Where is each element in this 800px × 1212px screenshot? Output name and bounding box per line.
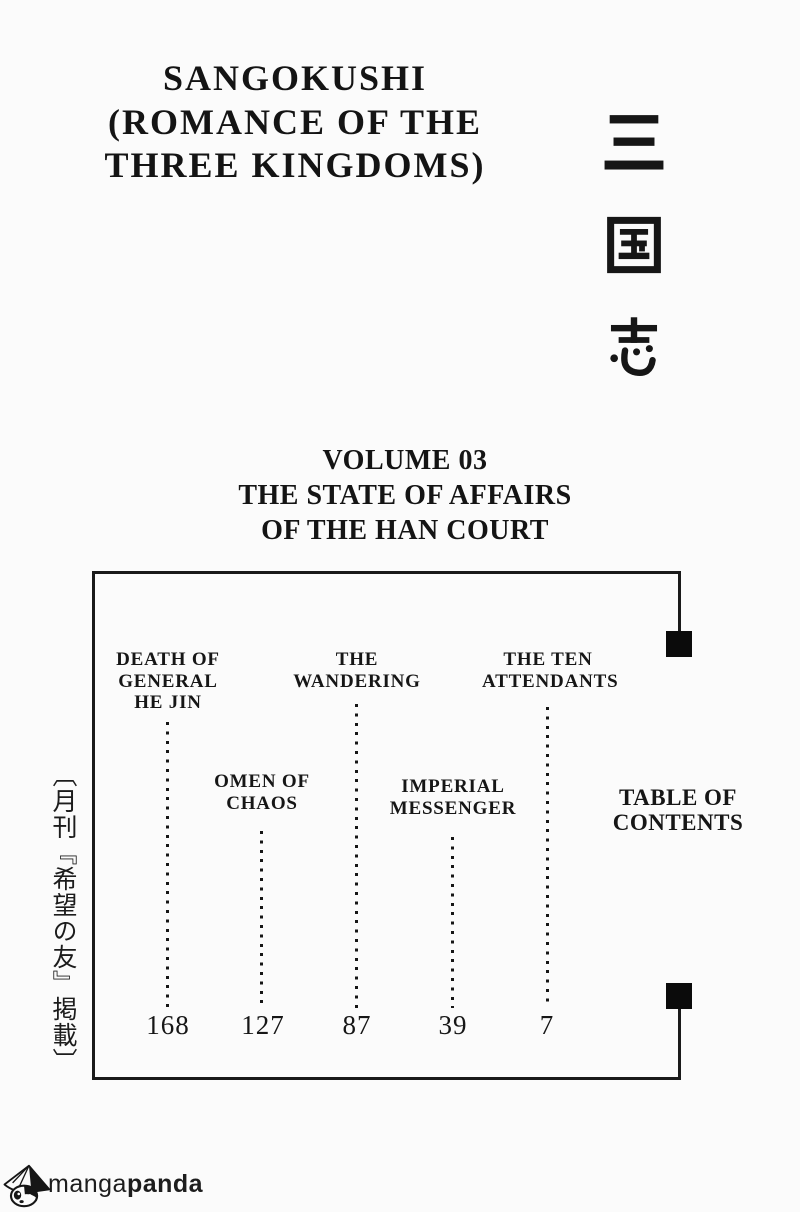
toc-frame-right-bottom-segment xyxy=(678,1006,681,1080)
chapter-title: THE TEN ATTENDANTS xyxy=(482,649,619,692)
kanji-glyph-koku-icon xyxy=(607,216,661,274)
watermark-text-bold: panda xyxy=(126,1169,204,1198)
dotted-leader xyxy=(260,831,263,1008)
dotted-leader xyxy=(166,722,169,1008)
toc-label-line: TABLE OF xyxy=(619,785,737,810)
chapter-page-number: 127 xyxy=(241,1010,285,1040)
chapter-title: DEATH OF GENERAL HE JIN xyxy=(102,649,234,714)
chapter-title-line: THE xyxy=(335,649,379,670)
chapter-page-number: 39 xyxy=(438,1010,468,1040)
toc-label: TABLE OF CONTENTS xyxy=(600,785,756,835)
dotted-leader xyxy=(451,837,454,1008)
chapter-title-line: GENERAL xyxy=(118,670,218,692)
series-title-line: SANGOKUSHI xyxy=(162,58,428,98)
chapter-title-line: HE JIN xyxy=(134,692,202,713)
corner-square-top xyxy=(666,631,692,657)
series-title-line: (ROMANCE OF THE xyxy=(107,101,482,142)
toc-frame-right-top-segment xyxy=(678,571,681,633)
chapter-title-line: MESSENGER xyxy=(389,797,517,819)
corner-square-bottom xyxy=(666,983,692,1009)
chapter-title-line: THE TEN xyxy=(503,649,593,670)
volume-subtitle-line: THE STATE OF AFFAIRS xyxy=(238,480,572,511)
watermark-text: mangapanda xyxy=(48,1170,203,1199)
volume-heading: VOLUME 03 THE STATE OF AFFAIRS OF THE HA… xyxy=(155,443,655,548)
chapter-title-line: IMPERIAL xyxy=(401,776,505,797)
toc-label-line: CONTENTS xyxy=(612,809,744,835)
chapter-page-number: 7 xyxy=(539,1010,555,1040)
chapter-title: IMPERIAL MESSENGER xyxy=(387,776,519,819)
chapter-title-line: CHAOS xyxy=(226,792,298,814)
volume-subtitle-line: OF THE HAN COURT xyxy=(261,515,549,546)
chapter-title: OMEN OF CHAOS xyxy=(196,771,328,814)
chapter-page-number: 168 xyxy=(146,1010,190,1040)
dotted-leader xyxy=(546,707,549,1008)
chapter-title-line: WANDERING xyxy=(293,670,421,692)
kanji-title xyxy=(601,110,667,380)
volume-number: VOLUME 03 xyxy=(322,445,488,476)
series-title-line: THREE KINGDOMS) xyxy=(104,145,486,185)
series-title: SANGOKUSHI (ROMANCE OF THE THREE KINGDOM… xyxy=(80,57,510,188)
chapter-title-line: OMEN OF xyxy=(214,771,310,792)
kanji-glyph-san-icon xyxy=(604,115,664,170)
dotted-leader xyxy=(355,704,358,1008)
panda-hat-icon xyxy=(3,1164,51,1207)
mangapanda-watermark: mangapanda xyxy=(2,1159,203,1209)
watermark-text-light: manga xyxy=(48,1169,127,1198)
chapter-title-line: DEATH OF xyxy=(116,649,220,670)
chapter-title: THE WANDERING xyxy=(291,649,423,692)
chapter-title-line: ATTENDANTS xyxy=(482,670,619,692)
kanji-glyph-shi-icon xyxy=(610,317,658,376)
serialization-note: 〔月刊『希望の友』掲載〕 xyxy=(49,762,76,1074)
toc-frame xyxy=(92,571,681,1080)
chapter-page-number: 87 xyxy=(342,1010,372,1040)
